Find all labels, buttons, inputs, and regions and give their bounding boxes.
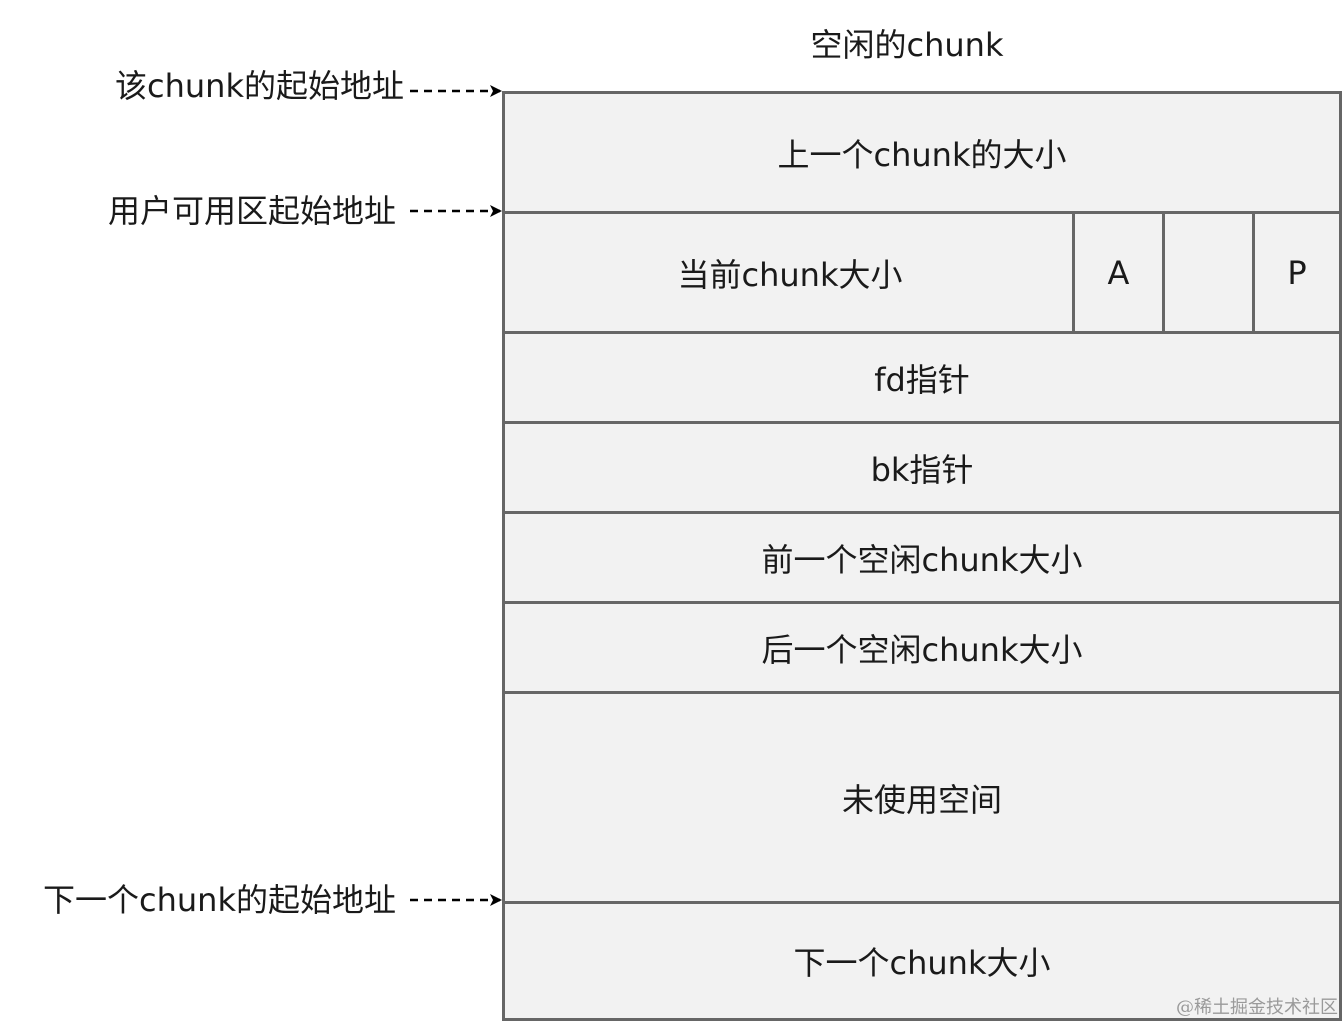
field-size: 当前chunk大小 [677, 255, 903, 294]
diagram-title: 空闲的chunk [810, 26, 1004, 64]
row-next-size: 下一个chunk大小 [505, 901, 1339, 1018]
row-size: 当前chunk大小 A P [505, 211, 1339, 331]
flag-a-cell: A [1072, 214, 1162, 331]
flag-p: P [1287, 253, 1307, 292]
row-prev-size: 上一个chunk的大小 [505, 94, 1339, 211]
field-size-cell: 当前chunk大小 [505, 214, 1075, 331]
flag-a: A [1107, 253, 1130, 292]
flag-m-cell [1162, 214, 1252, 331]
field-prev-size: 上一个chunk的大小 [777, 135, 1067, 174]
row-bk-nextsize: 后一个空闲chunk大小 [505, 601, 1339, 691]
field-bk: bk指针 [870, 450, 974, 489]
row-fd-nextsize: 前一个空闲chunk大小 [505, 511, 1339, 601]
pointer-label-user-area-start: 用户可用区起始地址 [107, 192, 396, 230]
row-unused: 未使用空间 [505, 691, 1339, 901]
field-fd: fd指针 [874, 360, 970, 399]
row-bk: bk指针 [505, 421, 1339, 511]
field-bk-nextsize: 后一个空闲chunk大小 [761, 630, 1083, 669]
pointer-label-chunk-start: 该chunk的起始地址 [115, 67, 404, 105]
pointer-label-next-chunk-start: 下一个chunk的起始地址 [43, 881, 396, 919]
field-unused: 未使用空间 [841, 780, 1002, 819]
flag-p-cell: P [1252, 214, 1339, 331]
row-fd: fd指针 [505, 331, 1339, 421]
watermark: @稀土掘金技术社区 [1176, 997, 1338, 1018]
chunk-structure: 上一个chunk的大小 当前chunk大小 A P fd指针 bk指针 前一个空… [502, 91, 1342, 1021]
field-next-size: 下一个chunk大小 [793, 944, 1051, 982]
field-fd-nextsize: 前一个空闲chunk大小 [761, 540, 1083, 579]
